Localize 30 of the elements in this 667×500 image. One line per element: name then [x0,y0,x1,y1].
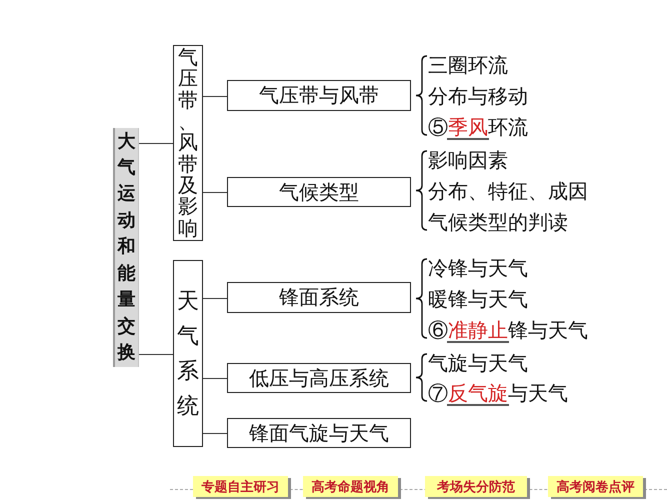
connector-line [138,143,174,144]
category-box: 气压带、风带及影响 [173,45,203,241]
list-item: 冷锋与天气 [428,257,528,279]
connector-line [202,192,228,193]
list-item: 气候类型的判读 [428,211,568,233]
subtopic-box: 气候类型 [227,177,411,207]
list-item: 三圈环流 [428,54,508,76]
category-box: 天气系统 [173,260,203,447]
subtopic-box: 气压带与风带 [227,80,411,111]
subtopic-box: 低压与高压系统 [227,363,411,393]
nav-button: 高考阅卷点评 [548,476,643,497]
connector-line [202,378,228,379]
connector-line [202,96,228,97]
nav-button: 考场失分防范 [425,476,527,497]
topic-box: 大气运动和能量交换 [113,128,139,367]
list-item: ⑤季风环流 [428,116,528,138]
list-item: 气旋与天气 [428,352,528,374]
list-item: 分布与移动 [428,85,528,107]
connector-line [138,354,174,355]
subtopic-box: 锋面气旋与天气 [227,418,411,448]
list-item: 影响因素 [428,149,508,171]
list-item: ⑦反气旋与天气 [428,382,568,404]
subtopic-box: 锋面系统 [227,282,411,313]
nav-button: 专题自主研习 [193,476,288,497]
list-item: 暖锋与天气 [428,288,528,310]
nav-button: 高考命题视角 [303,476,398,497]
connector-line [202,298,228,299]
list-item: 分布、特征、成因 [428,180,588,202]
connector-line [202,433,228,434]
list-item: ⑥准静止锋与天气 [428,319,588,341]
